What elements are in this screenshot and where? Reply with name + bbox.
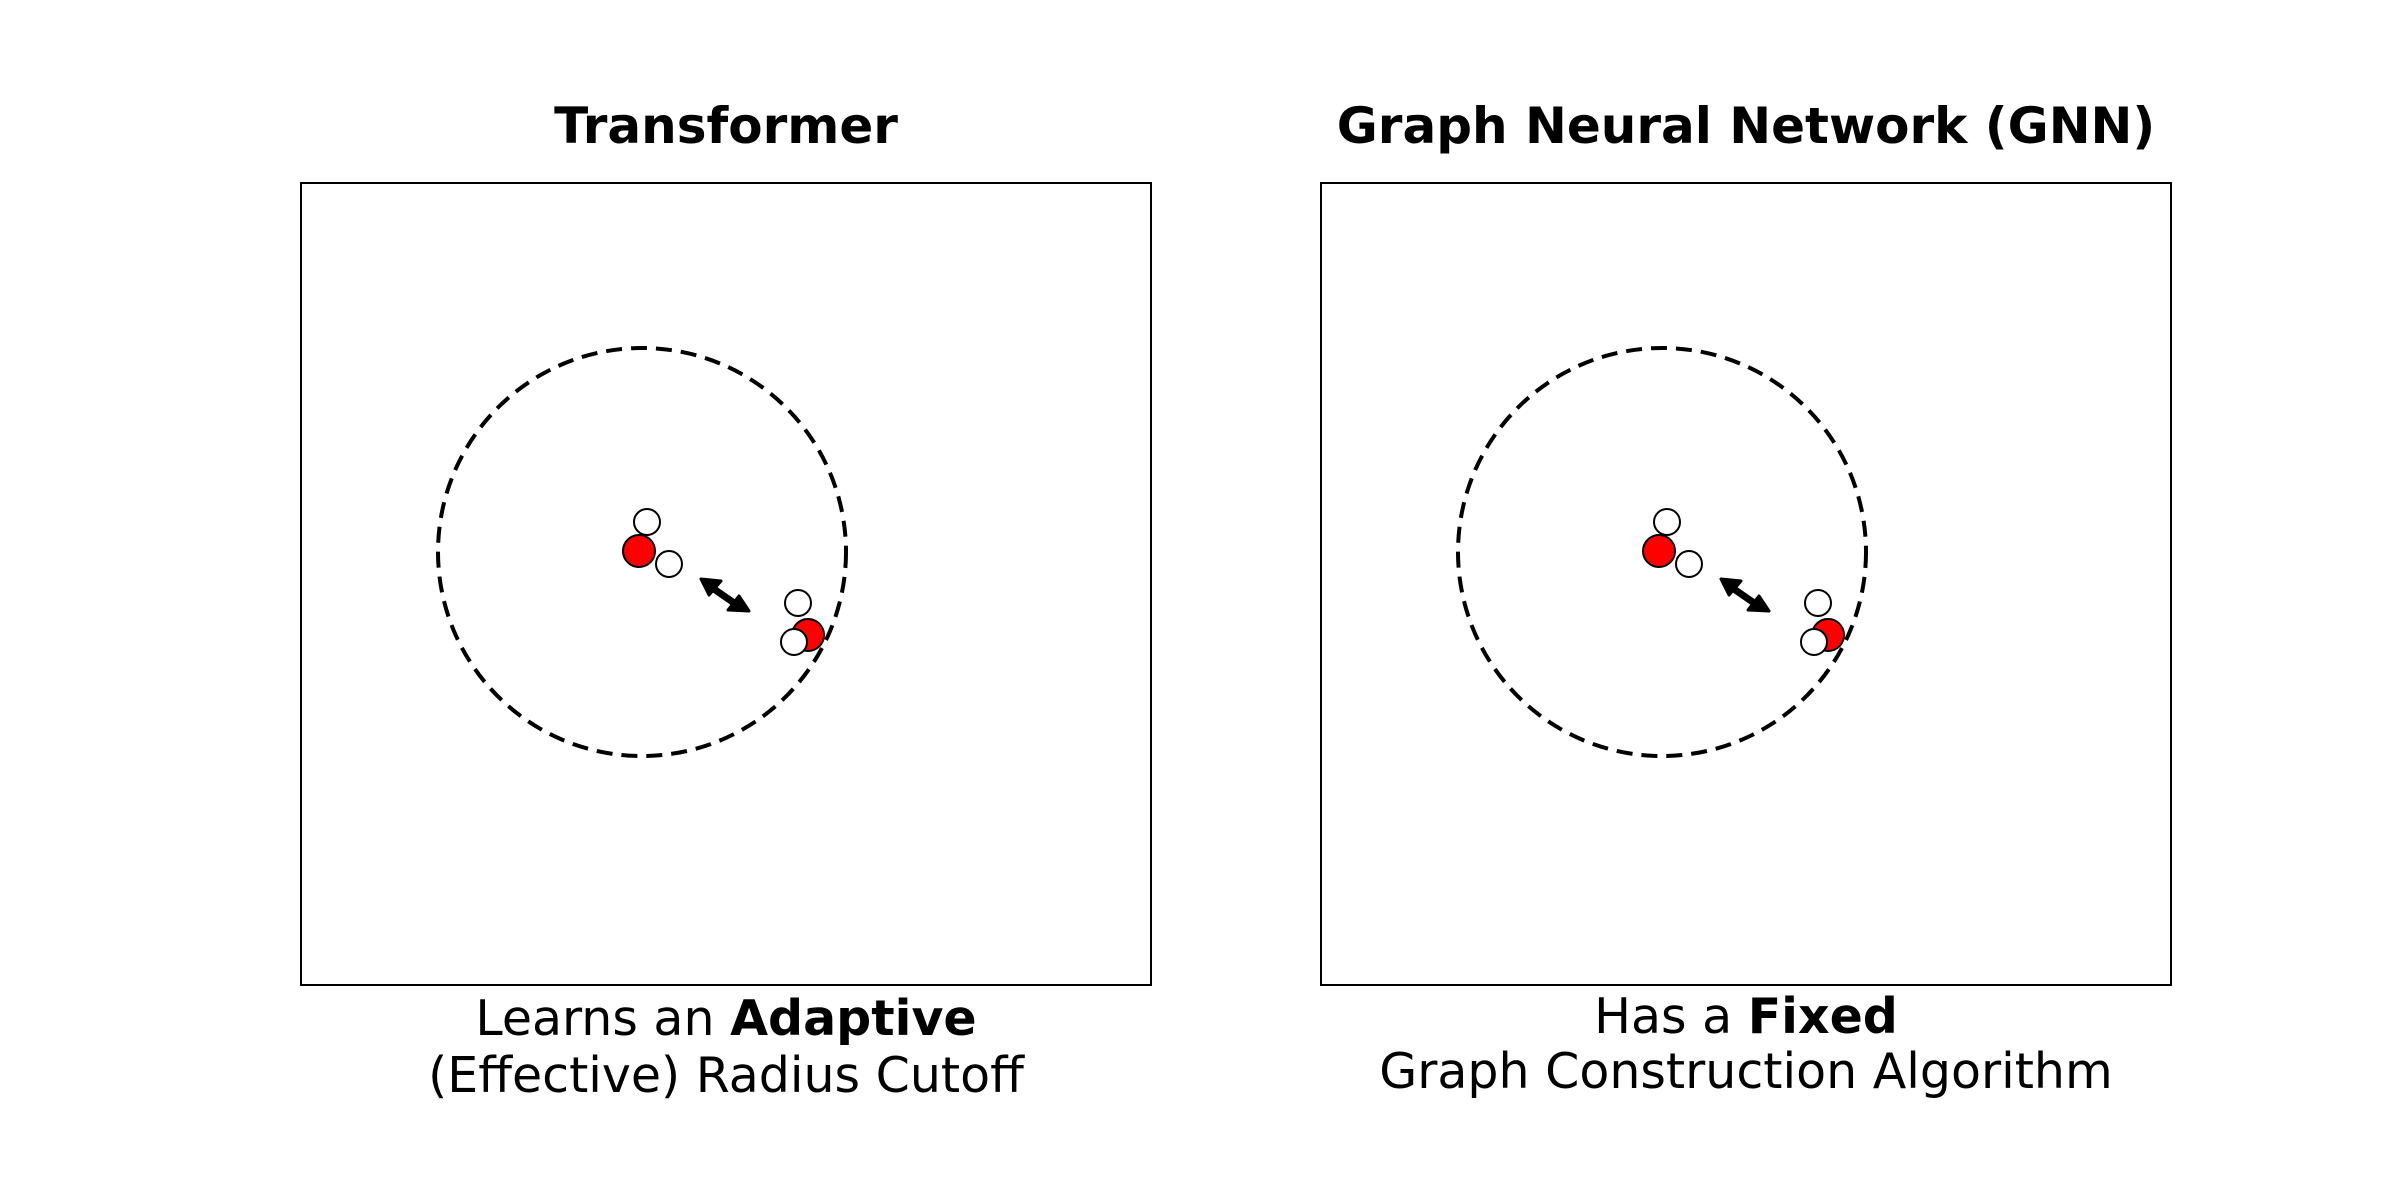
caption-line-1: Learns an Adaptive [475,990,976,1047]
caption-text: Has a [1594,988,1748,1045]
caption-line-1: Has a Fixed [1594,988,1898,1045]
panel-gnn: Graph Neural Network (GNN) Has a Fixed G… [1321,97,2171,1100]
caption-line-2: Graph Construction Algorithm [1379,1043,2112,1100]
panel-title: Transformer [554,97,898,155]
caption-emphasis: Adaptive [730,990,977,1047]
panel-transformer: Transformer Learns an Adaptive (Effectiv… [301,97,1151,1104]
molecule-diagram [1321,183,2171,985]
caption-line-2: (Effective) Radius Cutoff [428,1047,1025,1104]
molecule-diagram [301,183,1151,985]
caption-emphasis: Fixed [1748,988,1898,1045]
panel-title: Graph Neural Network (GNN) [1337,97,2155,155]
caption-text: Learns an [475,990,730,1047]
